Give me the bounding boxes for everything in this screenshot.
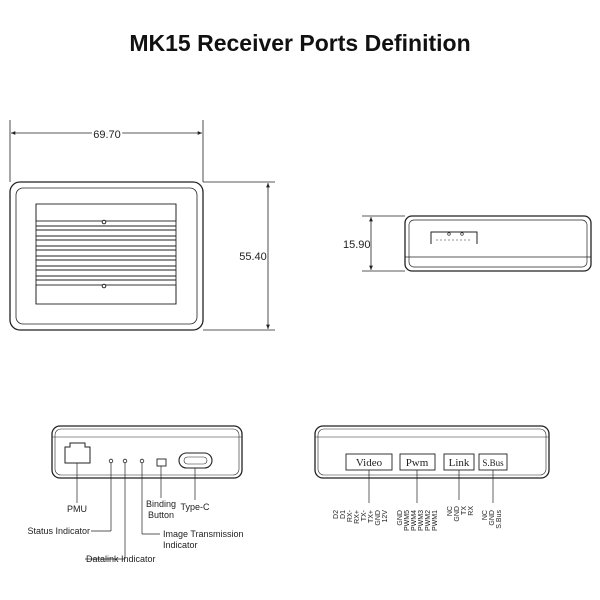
thickness-dimension [362, 215, 405, 272]
width-dimension-label: 69.70 [93, 129, 121, 141]
pwm-pins: GND PWM5 PWM4 PWM3 PWM2 PWM1 [397, 510, 439, 531]
side-port-opening [430, 231, 478, 244]
type-c-label: Type-C [180, 502, 210, 512]
back-view [314, 425, 550, 503]
pin-label: TX [461, 506, 468, 515]
binding-button [156, 458, 167, 467]
page-title: MK15 Receiver Ports Definition [129, 30, 471, 56]
pin-label: S.Bus [496, 510, 503, 529]
pin-label: 12V [382, 510, 389, 523]
back-body-outline [314, 425, 550, 479]
screw-hole-top [101, 219, 107, 225]
sbus-port-label: S.Bus [482, 458, 504, 468]
pin-label: RX+ [354, 510, 361, 524]
sbus-pins: NC GND S.Bus [482, 510, 503, 529]
link-port-label: Link [449, 457, 470, 469]
receiver-body-inner-outline [15, 187, 198, 325]
video-port-label: Video [356, 457, 383, 469]
pin-label: RX- [347, 509, 354, 522]
pin-label: D2 [333, 510, 340, 519]
side-body-inner-outline [408, 219, 588, 268]
pin-label: RX [468, 506, 475, 516]
image-transmission-indicator-led [139, 458, 145, 464]
binding-button-label-line1: Binding [146, 499, 176, 509]
pin-label: PWM2 [425, 510, 432, 531]
pin-label: PWM3 [418, 510, 425, 531]
top-view [9, 120, 275, 331]
port-leader-lines [368, 470, 494, 503]
image-transmission-label-line1: Image Transmission [163, 529, 244, 539]
pin-label: PWM1 [432, 510, 439, 531]
height-dimension-label: 55.40 [239, 251, 267, 263]
front-body-outline [51, 425, 243, 479]
pin-label: GND [454, 506, 461, 522]
link-pins: NC GND TX RX [447, 506, 475, 522]
pmu-connector [64, 442, 91, 464]
image-transmission-label-line2: Indicator [163, 540, 198, 550]
front-leader-lines [76, 463, 196, 560]
pin-label: GND [375, 510, 382, 526]
pwm-port [399, 453, 436, 471]
pin-label: D1 [340, 510, 347, 519]
pin-label: NC [447, 506, 454, 516]
pin-label: PWM5 [404, 510, 411, 531]
side-view [362, 215, 592, 272]
cooling-fins [35, 203, 177, 305]
status-indicator-label: Status Indicator [27, 526, 90, 536]
status-indicator-led [108, 458, 114, 464]
video-pins: D2 D1 RX- RX+ TX- TX+ GND 12V [333, 509, 389, 525]
datalink-indicator-led [122, 458, 128, 464]
pin-label: TX+ [368, 510, 375, 523]
front-view [51, 425, 243, 560]
screw-hole-bottom [101, 283, 107, 289]
side-body-outline [404, 215, 592, 272]
pin-label: PWM4 [411, 510, 418, 531]
thickness-dimension-label: 15.90 [343, 239, 371, 251]
height-dimension [203, 181, 275, 331]
receiver-body-outline [9, 181, 204, 331]
type-c-port [178, 452, 213, 469]
pin-label: NC [482, 510, 489, 520]
pmu-label: PMU [67, 504, 87, 514]
width-dimension [9, 120, 204, 182]
binding-button-label-line2: Button [148, 510, 174, 520]
pwm-port-label: Pwm [406, 457, 429, 469]
pin-label: TX- [361, 509, 368, 521]
pin-label: GND [397, 510, 404, 526]
pin-label: GND [489, 510, 496, 526]
datalink-indicator-label: Datalink Indicator [86, 554, 156, 564]
